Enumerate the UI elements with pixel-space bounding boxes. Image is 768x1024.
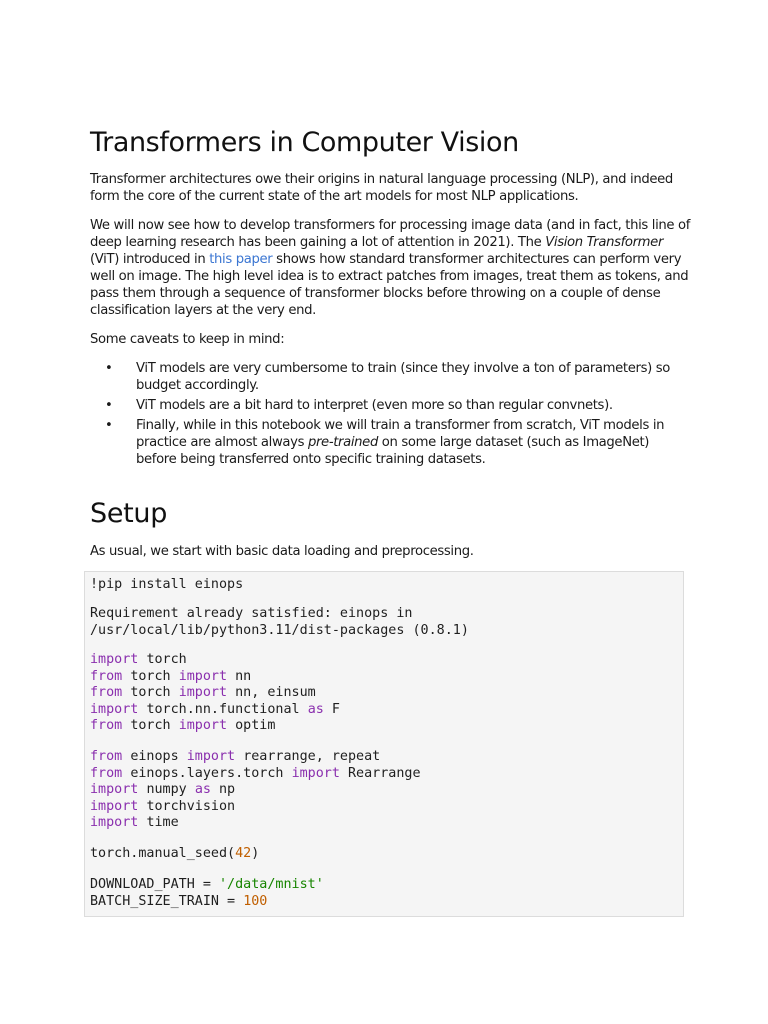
code-text: torch.nn.functional [146, 701, 300, 717]
code-text: time [146, 815, 179, 831]
code-text: rearrange, repeat [243, 749, 381, 764]
code-text: torch [130, 718, 171, 734]
list-item: • ViT models are a bit hard to interpret … [90, 397, 690, 414]
code-keyword: from [90, 668, 123, 684]
code-text: torch [130, 685, 171, 701]
setup-intro: As usual, we start with basic data loadi… [90, 544, 474, 559]
caveats-intro: Some caveats to keep in mind: [90, 332, 285, 347]
section-heading-setup: Setup [90, 498, 168, 529]
code-text: einops [130, 749, 179, 764]
code-text: torch [146, 652, 187, 667]
code-block-constants: DOWNLOAD_PATH = '/data/mnist' BATCH_SIZE… [90, 877, 324, 910]
code-text: ) [251, 846, 260, 861]
list-item-text: ViT models are very cumbersome to train … [136, 361, 670, 393]
code-keyword: import [178, 718, 228, 734]
code-keyword: import [90, 798, 139, 814]
intro-text: shows how standard transformer architect… [90, 252, 689, 318]
code-keyword: from [90, 685, 123, 701]
code-keyword: from [90, 718, 123, 734]
code-cell[interactable] [84, 571, 684, 917]
bullet-icon: • [105, 418, 113, 433]
intro-text: We will now see how to develop transform… [90, 218, 691, 250]
bullet-icon: • [105, 361, 113, 376]
code-line-seed: torch.manual_seed(42) [90, 846, 259, 863]
list-item-text: ViT models are a bit hard to interpret (… [136, 398, 613, 413]
code-keyword: as [307, 701, 324, 717]
code-keyword: import [90, 782, 139, 798]
code-keyword: import [291, 765, 340, 781]
list-item: • Finally, while in this notebook we will… [90, 417, 690, 468]
code-text: nn, einsum [235, 685, 316, 701]
pretrained-emphasis: pre-trained [307, 435, 378, 450]
code-text: F [331, 701, 340, 717]
code-keyword: import [90, 815, 139, 831]
intro-paragraph-2: We will now see how to develop transform… [90, 217, 690, 319]
code-keyword: import [90, 652, 139, 667]
code-line-install: !pip install einops [90, 577, 244, 592]
cell-output: Requirement already satisfied: einops in… [90, 606, 469, 638]
code-keyword: import [178, 668, 228, 684]
page-title: Transformers in Computer Vision [90, 127, 519, 158]
intro-paragraph-1: Transformer architectures owe their orig… [90, 172, 673, 204]
bullet-icon: • [105, 398, 113, 413]
paper-link[interactable]: this paper [209, 252, 273, 267]
code-keyword: from [90, 749, 123, 764]
vision-transformer-emphasis: Vision Transformer [545, 235, 664, 250]
code-text: BATCH_SIZE_TRAIN = [90, 893, 244, 909]
code-block-imports-2: from einops import rearrange, repeat fro… [90, 749, 421, 832]
code-keyword: import [186, 749, 236, 764]
code-text: DOWNLOAD_PATH = [90, 877, 219, 892]
code-text: optim [235, 718, 276, 734]
code-text: torch [130, 668, 171, 684]
code-number: 42 [235, 846, 252, 861]
code-text: torch.manual_seed( [90, 846, 236, 861]
code-number: 100 [243, 893, 268, 909]
code-keyword: as [194, 782, 211, 798]
caveats-list: • ViT models are very cumbersome to train… [90, 360, 690, 471]
code-text: np [219, 782, 236, 798]
list-item: • ViT models are very cumbersome to train… [90, 360, 690, 394]
list-item-text: Finally, while in this notebook we will … [136, 418, 665, 467]
code-keyword: import [90, 701, 139, 717]
code-text: torchvision [146, 798, 236, 814]
code-keyword: import [178, 685, 228, 701]
code-text: einops.layers.torch [130, 765, 284, 781]
list-item-text: on some large dataset (such as ImageNet)… [136, 435, 650, 467]
code-text: Rearrange [348, 765, 421, 781]
code-text: nn [235, 668, 252, 684]
code-string: '/data/mnist' [219, 877, 324, 892]
code-block-imports-1: import torch from torch import nn from t… [90, 652, 340, 735]
code-text: numpy [146, 782, 187, 798]
list-item-text: Finally, while in this notebook we will … [136, 418, 665, 450]
code-keyword: from [90, 765, 123, 781]
intro-text: (ViT) introduced in [90, 252, 210, 267]
